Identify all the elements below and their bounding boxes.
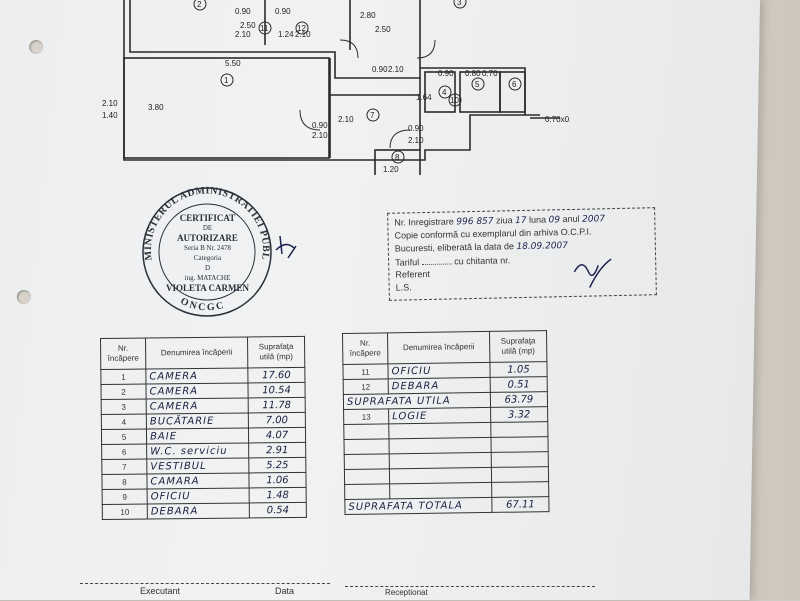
received-label: Receptionat bbox=[385, 588, 428, 597]
svg-text:2.80: 2.80 bbox=[360, 11, 376, 20]
svg-text:7: 7 bbox=[370, 111, 375, 120]
svg-text:8: 8 bbox=[395, 153, 400, 162]
svg-text:3: 3 bbox=[457, 0, 462, 7]
svg-text:0.90: 0.90 bbox=[372, 65, 388, 74]
svg-text:2.10: 2.10 bbox=[338, 115, 354, 124]
svg-text:2.10: 2.10 bbox=[388, 65, 404, 74]
table-header-row: Nr. încăpere Denumirea încăperii Suprafa… bbox=[100, 336, 305, 370]
registration-box: Nr. Inregistrare 996 857 ziua 17 luna 09… bbox=[387, 207, 657, 301]
svg-text:0.80: 0.80 bbox=[465, 69, 481, 78]
stamp-center: CERTIFICAT DE AUTORIZARE Seria B Nr. 247… bbox=[140, 185, 275, 320]
stamp-line: VIOLETA CARMEN bbox=[165, 282, 250, 293]
header-name: Denumirea încăperii bbox=[387, 331, 490, 364]
registration-day: 17 bbox=[515, 215, 527, 227]
svg-text:1.20: 1.20 bbox=[383, 165, 399, 174]
svg-text:0.90: 0.90 bbox=[312, 121, 328, 130]
footer-right: Receptionat bbox=[345, 586, 595, 601]
stamp-line: ing. MATACHE bbox=[184, 273, 231, 282]
registration-number: 996 857 bbox=[456, 216, 494, 228]
date-label: Data bbox=[275, 586, 295, 596]
svg-text:1.64: 1.64 bbox=[416, 93, 432, 102]
dimension-labels: 2.50 0.90 2.10 1.24 2.80 2.50 0.90 2.10 … bbox=[102, 7, 581, 174]
executant-label: Executant bbox=[140, 586, 181, 596]
svg-text:1.40: 1.40 bbox=[102, 111, 118, 120]
svg-text:2.50: 2.50 bbox=[375, 25, 391, 34]
useful-area-value: 63.79 bbox=[490, 391, 548, 408]
punch-hole bbox=[16, 290, 31, 304]
floor-plan-drawing: 2.50 0.90 2.10 1.24 2.80 2.50 0.90 2.10 … bbox=[102, 0, 581, 196]
stamp-line: Categoria bbox=[193, 253, 222, 262]
rooms-table-right: Nr. încăpere Denumirea încăperii Suprafa… bbox=[342, 330, 550, 515]
stamp-line: AUTORIZARE bbox=[177, 232, 238, 243]
svg-text:0.90: 0.90 bbox=[235, 7, 251, 16]
footer-left: Executant Data bbox=[80, 583, 330, 601]
svg-text:1.24: 1.24 bbox=[278, 30, 294, 39]
rooms-table-left: Nr. încăpere Denumirea încăperii Suprafa… bbox=[100, 336, 307, 520]
svg-text:2.10: 2.10 bbox=[408, 136, 424, 145]
svg-text:2.50: 2.50 bbox=[240, 21, 256, 30]
stamp-line: D bbox=[204, 263, 211, 272]
total-area-label: SUPRAFATA TOTALA bbox=[344, 497, 493, 515]
header-nr: Nr. încăpere bbox=[342, 332, 388, 365]
stamp-line: DE bbox=[202, 223, 213, 232]
svg-text:0.90: 0.90 bbox=[275, 7, 291, 16]
header-name: Denumirea încăperii bbox=[145, 336, 248, 370]
svg-text:2.10: 2.10 bbox=[312, 131, 328, 140]
svg-text:11: 11 bbox=[260, 24, 269, 33]
stamp-line: CERTIFICAT bbox=[179, 212, 236, 223]
header-nr: Nr. încăpere bbox=[100, 338, 146, 370]
svg-text:5.50: 5.50 bbox=[225, 59, 241, 68]
svg-text:0.90: 0.90 bbox=[438, 69, 454, 78]
registration-year: 2007 bbox=[582, 214, 606, 225]
table-header-row: Nr. încăpere Denumirea încăperii Suprafa… bbox=[342, 330, 547, 365]
authorization-stamp: MINISTERUL ADMINISTRATIEI PUBLICE ONCGC … bbox=[136, 177, 275, 320]
issued-date: 18.09.2007 bbox=[516, 241, 569, 253]
header-area: Suprafaţa utilă (mp) bbox=[247, 336, 305, 368]
svg-text:4: 4 bbox=[442, 88, 447, 97]
svg-text:0.70x0.50: 0.70x0.50 bbox=[545, 115, 570, 124]
referent-signature-icon bbox=[573, 258, 612, 288]
svg-text:5: 5 bbox=[475, 80, 480, 89]
svg-text:2.10: 2.10 bbox=[102, 99, 118, 108]
total-area-value: 67.11 bbox=[491, 496, 550, 513]
floor-plan: 2.50 0.90 2.10 1.24 2.80 2.50 0.90 2.10 … bbox=[90, 0, 581, 196]
svg-text:6: 6 bbox=[512, 80, 517, 89]
total-area-row: SUPRAFATA TOTALA 67.11 bbox=[344, 496, 550, 515]
room-number-markers: 2 11 12 4 5 6 10 1 7 8 3 bbox=[193, 0, 522, 164]
registration-month: 09 bbox=[548, 215, 561, 226]
svg-text:12: 12 bbox=[297, 24, 306, 33]
signature-icon bbox=[272, 232, 302, 267]
svg-text:2: 2 bbox=[197, 0, 202, 9]
svg-text:10: 10 bbox=[450, 96, 459, 105]
svg-text:0.70: 0.70 bbox=[482, 69, 498, 78]
svg-text:2.10: 2.10 bbox=[235, 30, 251, 39]
header-area: Suprafaţa utilă (mp) bbox=[489, 330, 547, 363]
svg-text:2.10: 2.10 bbox=[295, 30, 311, 39]
stamp-ring: MINISTERUL ADMINISTRATIEI PUBLICE ONCGC bbox=[136, 177, 272, 317]
svg-text:1: 1 bbox=[224, 76, 229, 85]
punch-hole bbox=[29, 40, 44, 54]
svg-text:3.80: 3.80 bbox=[148, 103, 164, 112]
stamp-line: Seria B Nr. 2478 bbox=[183, 243, 232, 252]
svg-text:0.90: 0.90 bbox=[408, 124, 424, 133]
